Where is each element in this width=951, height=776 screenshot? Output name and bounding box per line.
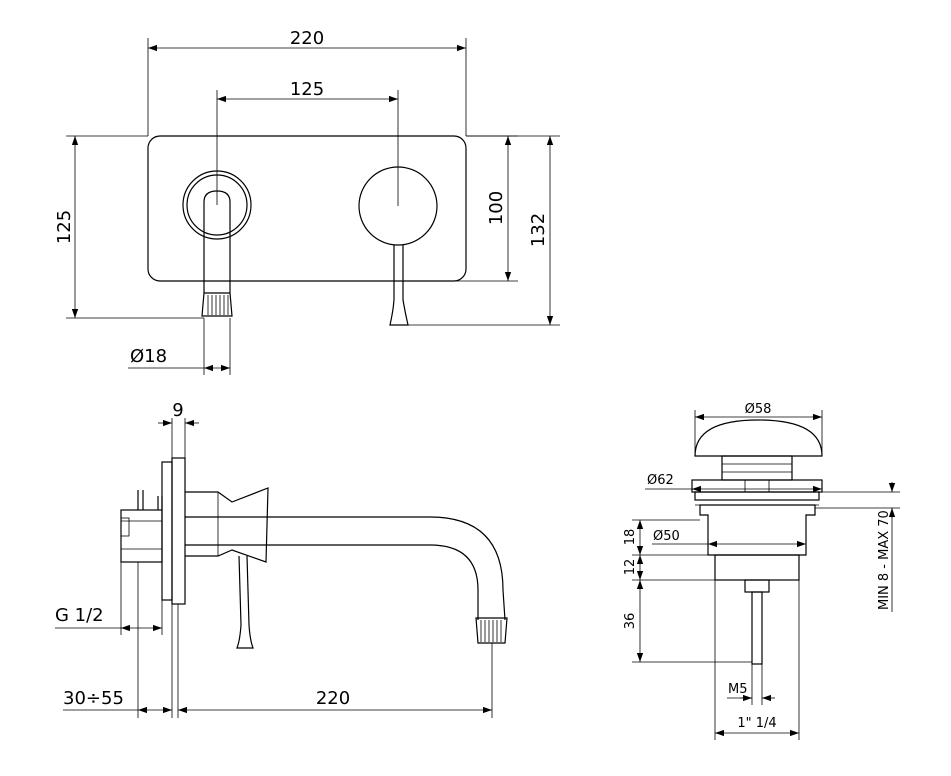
dim-plate-thickness: 9 bbox=[172, 400, 183, 421]
side-mixer-knob bbox=[185, 487, 269, 563]
dim-screw: M5 bbox=[728, 682, 748, 697]
side-spout bbox=[185, 516, 506, 621]
dim-flange-diameter: Ø62 bbox=[647, 473, 674, 488]
dim-body-diameter: Ø50 bbox=[653, 529, 680, 544]
dim-spout-diameter: Ø18 bbox=[130, 346, 167, 367]
front-spout bbox=[203, 190, 231, 293]
aerator-hatch bbox=[207, 295, 229, 315]
front-view: 220 125 125 100 132 Ø18 bbox=[54, 28, 560, 375]
side-plate-gasket bbox=[161, 461, 173, 601]
waste-flange bbox=[691, 479, 823, 493]
waste-seal bbox=[694, 491, 820, 501]
waste-screw bbox=[751, 591, 763, 665]
dim-tail-length: 36 bbox=[623, 613, 638, 630]
dim-center-distance: 125 bbox=[290, 79, 324, 100]
side-view: 9 G 1/2 30÷55 220 bbox=[55, 400, 508, 718]
waste-stem bbox=[721, 455, 793, 481]
front-wall-plate bbox=[147, 135, 467, 282]
waste-nut bbox=[714, 554, 800, 581]
waste-cap bbox=[694, 419, 823, 457]
dim-cap-diameter: Ø58 bbox=[745, 402, 772, 417]
body-cap bbox=[120, 517, 130, 537]
waste-body bbox=[699, 504, 816, 556]
dim-plate-height: 125 bbox=[54, 210, 75, 244]
dim-thread: G 1/2 bbox=[55, 605, 104, 626]
waste-view: Ø58 Ø62 MIN 8 - MAX 70 Ø50 18 12 36 M bbox=[623, 402, 900, 740]
dim-total-height: 132 bbox=[528, 213, 549, 247]
side-wall-plate bbox=[171, 457, 186, 605]
dim-front-width: 220 bbox=[290, 28, 324, 49]
side-lever bbox=[236, 555, 254, 649]
dim-spout-reach: 220 bbox=[316, 688, 350, 709]
dim-nut-height: 12 bbox=[623, 559, 638, 576]
waste-tail bbox=[744, 579, 770, 593]
side-aerator bbox=[475, 617, 508, 644]
dim-pipe-thread: 1" 1/4 bbox=[737, 716, 776, 731]
front-aerator bbox=[201, 292, 233, 317]
dim-lever-height: 100 bbox=[486, 191, 507, 225]
dim-body-height: 18 bbox=[623, 529, 638, 546]
mixer-lever bbox=[389, 245, 409, 326]
dim-wall-depth: 30÷55 bbox=[63, 688, 124, 709]
dim-basin-thickness: MIN 8 - MAX 70 bbox=[877, 510, 892, 610]
